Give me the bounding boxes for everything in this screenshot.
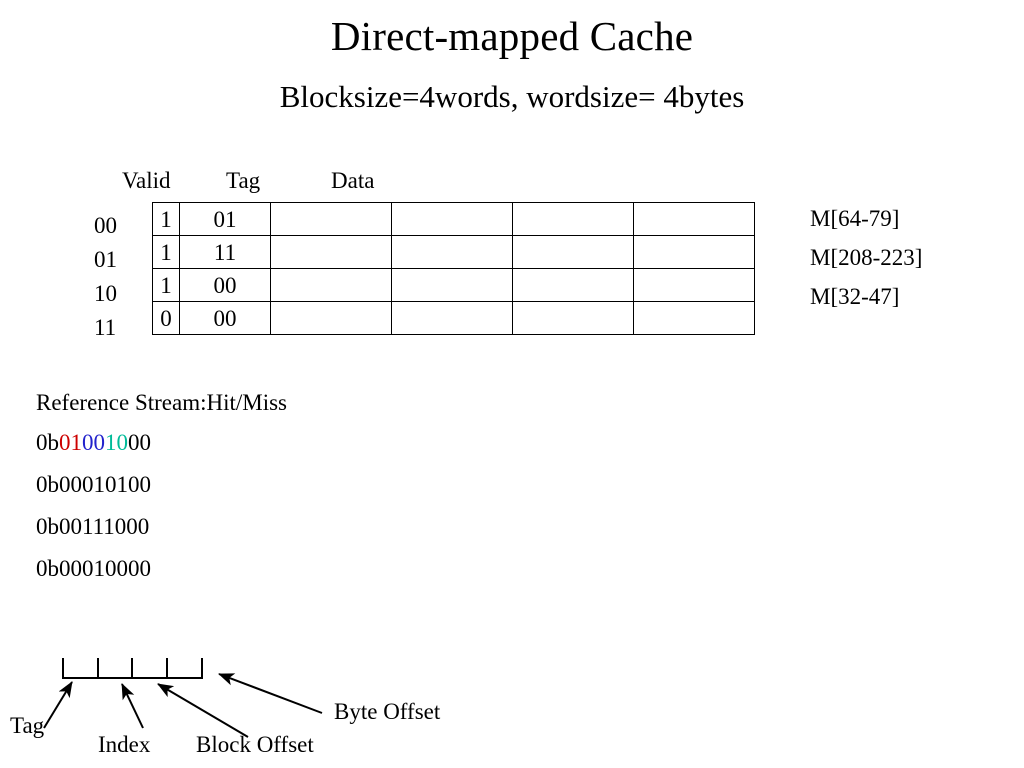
row-index-label-2: 10 (94, 281, 117, 306)
address-field-label-tag: Tag (10, 713, 45, 738)
cell-tag: 00 (179, 301, 271, 335)
table-row: 1 01 (152, 202, 755, 236)
reference-stream-heading: Reference Stream:Hit/Miss (36, 390, 288, 415)
cell-data-word-1 (391, 235, 513, 269)
cache-table: 1 01 1 11 1 00 (152, 202, 755, 335)
tag-leader-line (43, 681, 73, 729)
address-bit-segment-3: 10 (105, 430, 128, 455)
column-header-valid: Valid (122, 168, 171, 193)
cell-data-word-2 (512, 301, 634, 335)
cell-data-word-1 (391, 268, 513, 302)
cell-valid: 1 (152, 235, 180, 269)
cell-data-word-2 (512, 235, 634, 269)
cell-data-word-0 (270, 301, 392, 335)
memory-range-note-0: M[64-79] (810, 206, 900, 231)
memory-range-note-2: M[32-47] (810, 284, 900, 309)
cell-tag: 01 (179, 202, 271, 236)
memory-range-note-1: M[208-223] (810, 245, 923, 270)
table-row: 1 11 (152, 235, 755, 269)
address-bit-segment-0: 0b00111000 (36, 514, 150, 539)
page-subtitle: Blocksize=4words, wordsize= 4bytes (279, 79, 745, 114)
row-index-label-3: 11 (94, 315, 117, 340)
index-leader-line (121, 683, 144, 729)
cell-data-word-1 (391, 202, 513, 236)
cell-data-word-3 (633, 235, 755, 269)
address-bit-segment-0: 0b00010000 (36, 556, 151, 581)
address-field-label-block-offset: Block Offset (196, 732, 314, 757)
address-ruler-tick-3 (166, 658, 168, 679)
reference-stream-address-2: 0b00111000 (36, 515, 149, 538)
address-bit-segment-2: 00 (82, 430, 105, 455)
row-index-label-0: 00 (94, 213, 117, 238)
cell-data-word-3 (633, 268, 755, 302)
address-ruler-tick-0 (62, 658, 64, 679)
cell-data-word-3 (633, 301, 755, 335)
cell-valid: 0 (152, 301, 180, 335)
block-offset-leader-line (157, 683, 249, 738)
column-header-data: Data (331, 168, 375, 193)
reference-stream-address-0: 0b01001000 (36, 431, 151, 454)
cell-valid: 1 (152, 202, 180, 236)
cell-data-word-2 (512, 268, 634, 302)
table-row: 1 00 (152, 268, 755, 302)
cell-tag: 00 (179, 268, 271, 302)
cell-data-word-1 (391, 301, 513, 335)
cell-data-word-3 (633, 202, 755, 236)
address-ruler-tick-1 (97, 658, 99, 679)
cell-data-word-0 (270, 235, 392, 269)
page-title: Direct-mapped Cache (330, 13, 694, 59)
cell-data-word-2 (512, 202, 634, 236)
cell-data-word-0 (270, 268, 392, 302)
reference-stream-address-3: 0b00010000 (36, 557, 151, 580)
reference-stream-address-1: 0b00010100 (36, 473, 151, 496)
address-bit-segment-0: 0b00010100 (36, 472, 151, 497)
address-field-label-index: Index (98, 732, 151, 757)
byte-offset-leader-line (218, 673, 323, 714)
address-field-label-byte-offset: Byte Offset (334, 699, 441, 724)
table-row: 0 00 (152, 301, 755, 335)
address-field-leader-arrows (43, 673, 323, 738)
address-bit-segment-4: 00 (128, 430, 151, 455)
cell-valid: 1 (152, 268, 180, 302)
row-index-label-1: 01 (94, 247, 117, 272)
address-bit-segment-1: 01 (59, 430, 82, 455)
address-ruler-tick-2 (131, 658, 133, 679)
cell-tag: 11 (179, 235, 271, 269)
address-bit-segment-0: 0b (36, 430, 59, 455)
cell-data-word-0 (270, 202, 392, 236)
column-header-tag: Tag (226, 168, 261, 193)
address-ruler-tick-4 (201, 658, 203, 679)
